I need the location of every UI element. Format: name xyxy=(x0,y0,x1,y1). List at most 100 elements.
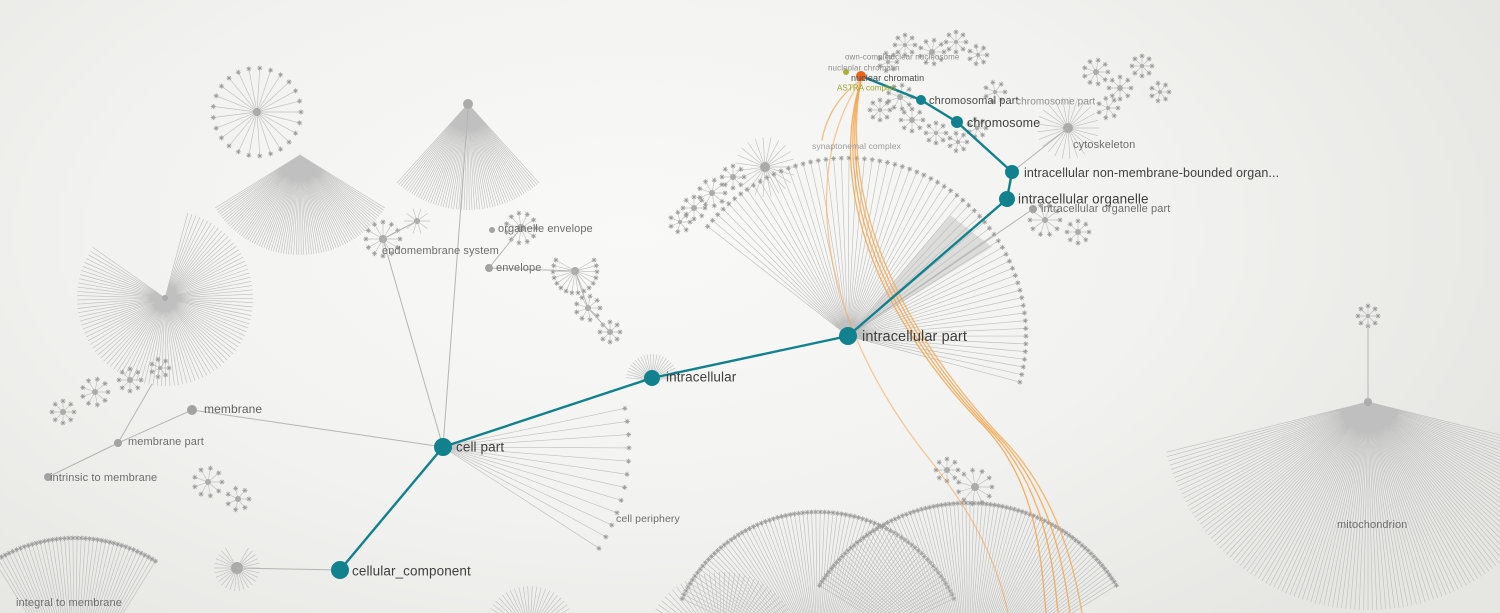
cluster-node[interactable] xyxy=(158,366,162,370)
cluster-node[interactable] xyxy=(235,496,241,502)
node-label-cell-periphery[interactable]: cell periphery xyxy=(616,513,680,525)
node-label-integral-to-membrane[interactable]: integral to membrane xyxy=(16,597,122,609)
node-label-membrane[interactable]: membrane xyxy=(204,402,263,416)
cluster-node[interactable] xyxy=(678,220,682,224)
cluster-node[interactable] xyxy=(92,389,98,395)
graph-node-intracellular[interactable] xyxy=(644,370,660,386)
tree-edge xyxy=(488,267,576,272)
cluster-node[interactable] xyxy=(975,126,979,130)
cluster-node[interactable] xyxy=(691,205,697,211)
tree-edge xyxy=(191,409,444,448)
cluster-node[interactable] xyxy=(944,467,950,473)
cluster-node[interactable] xyxy=(1140,64,1144,68)
cluster-node[interactable] xyxy=(1106,106,1110,110)
fan-cluster xyxy=(681,511,955,613)
graph-node-nuclear-chromatin[interactable] xyxy=(856,71,866,81)
cluster-node[interactable] xyxy=(909,117,915,123)
cluster-node[interactable] xyxy=(463,99,473,109)
fan-cluster xyxy=(1132,56,1152,76)
cluster-node[interactable] xyxy=(929,49,935,55)
cluster-node[interactable] xyxy=(1158,90,1162,94)
node-label-own-complex[interactable]: own-complex xyxy=(845,52,894,62)
graph-node-cell-part[interactable] xyxy=(434,438,452,456)
cluster-node[interactable] xyxy=(1117,85,1123,91)
node-label-cell-part[interactable]: cell part xyxy=(456,439,505,455)
fan-tip-glyphs xyxy=(574,293,603,323)
fan-cluster xyxy=(576,296,600,320)
node-label-cytoskeleton[interactable]: cytoskeleton xyxy=(1073,139,1136,151)
graph-node-chromosome[interactable] xyxy=(951,116,963,128)
fan-cluster xyxy=(227,488,249,510)
tree-edge xyxy=(574,270,589,309)
node-label-organelle-envelope[interactable]: organelle envelope xyxy=(498,223,593,235)
tree-node[interactable] xyxy=(44,473,52,481)
tree-node[interactable] xyxy=(1029,205,1037,213)
tree-node[interactable] xyxy=(187,405,197,415)
graph-node-intracellular-non-membrane-bounded-organelle[interactable] xyxy=(1005,165,1019,179)
node-label-chromosomal-part[interactable]: chromosomal part xyxy=(929,95,1019,107)
cluster-node[interactable] xyxy=(934,131,938,135)
cluster-node[interactable] xyxy=(971,483,979,491)
node-label-intrinsic-to-membrane[interactable]: intrinsic to membrane xyxy=(50,472,158,484)
graph-node-cellular-component[interactable] xyxy=(331,561,349,579)
fan-tip-glyphs xyxy=(668,209,693,235)
cluster-node[interactable] xyxy=(1366,314,1370,318)
node-label-membrane-part[interactable]: membrane part xyxy=(128,436,204,448)
cluster-node[interactable] xyxy=(253,108,261,116)
node-label-intracellular-organelle[interactable]: intracellular organelle xyxy=(1018,191,1149,207)
cluster-node[interactable] xyxy=(954,40,958,44)
node-label-intracellular-non-membrane-bounded-organelle[interactable]: intracellular non-membrane-bounded organ… xyxy=(1024,166,1280,180)
graph-node-chromosomal-part[interactable] xyxy=(916,95,926,105)
graph-node-intracellular-part[interactable] xyxy=(839,327,857,345)
cluster-node[interactable] xyxy=(903,43,907,47)
cluster-node[interactable] xyxy=(976,53,980,57)
cluster-node[interactable] xyxy=(878,108,882,112)
node-label-endomembrane-system[interactable]: endomembrane system xyxy=(382,245,499,257)
graph-node-accent-green[interactable] xyxy=(843,69,849,75)
tree-edge xyxy=(382,238,444,448)
graph-node-intracellular-organelle[interactable] xyxy=(999,191,1015,207)
cluster-node[interactable] xyxy=(760,162,770,172)
fan-tip-glyphs xyxy=(225,485,252,513)
fan-tip-glyphs xyxy=(503,210,539,246)
node-label-mitochondrion[interactable]: mitochondrion xyxy=(1337,519,1408,531)
fan-tip-glyphs xyxy=(1149,80,1172,104)
cluster-node[interactable] xyxy=(709,190,715,196)
cluster-node[interactable] xyxy=(60,409,66,415)
cluster-node[interactable] xyxy=(897,94,903,100)
highlighted-association-edge xyxy=(855,79,1083,613)
tree-node[interactable] xyxy=(489,227,495,233)
tree-node[interactable] xyxy=(114,439,122,447)
cluster-node[interactable] xyxy=(1042,217,1048,223)
cluster-node[interactable] xyxy=(205,479,211,485)
node-label-nuclear-chromatin[interactable]: nuclear chromatin xyxy=(851,73,925,83)
node-label-intracellular-part[interactable]: intracellular part xyxy=(862,329,967,345)
tree-node[interactable] xyxy=(485,264,493,272)
tree-edge xyxy=(1011,127,1069,173)
node-label-cellular-component[interactable]: cellular_component xyxy=(352,563,471,579)
node-label-chromosome[interactable]: chromosome xyxy=(967,116,1041,130)
node-label-chromosome-part[interactable]: chromosome part xyxy=(1016,96,1096,108)
cluster-node[interactable] xyxy=(1093,69,1099,75)
cluster-node[interactable] xyxy=(730,174,736,180)
cluster-node[interactable] xyxy=(956,140,960,144)
fan-tip-glyphs xyxy=(898,106,926,134)
cluster-node[interactable] xyxy=(993,90,997,94)
fan-tip-glyphs xyxy=(947,130,970,154)
cluster-node[interactable] xyxy=(886,60,890,64)
cluster-node[interactable] xyxy=(162,295,168,301)
node-label-intracellular[interactable]: intracellular xyxy=(666,369,737,385)
cluster-node[interactable] xyxy=(127,377,133,383)
cluster-node[interactable] xyxy=(1075,229,1081,235)
highlighted-association-edge xyxy=(825,79,1009,613)
fan-cluster xyxy=(949,133,967,151)
node-label-astra-complex[interactable]: ASTRA complex xyxy=(837,83,897,93)
node-label-nuclear-nucleosome[interactable]: nuclear nucleosome xyxy=(886,52,960,62)
node-label-synaptonemal-complex[interactable]: synaptonemal complex xyxy=(812,141,901,151)
node-label-intracellular-organelle-part[interactable]: intracellular organelle part xyxy=(1041,203,1171,215)
node-label-envelope[interactable]: envelope xyxy=(496,262,542,274)
fan-tip-glyphs xyxy=(80,376,111,408)
node-label-nucleolar-chromatin[interactable]: nucleolar chromatin xyxy=(828,63,900,73)
